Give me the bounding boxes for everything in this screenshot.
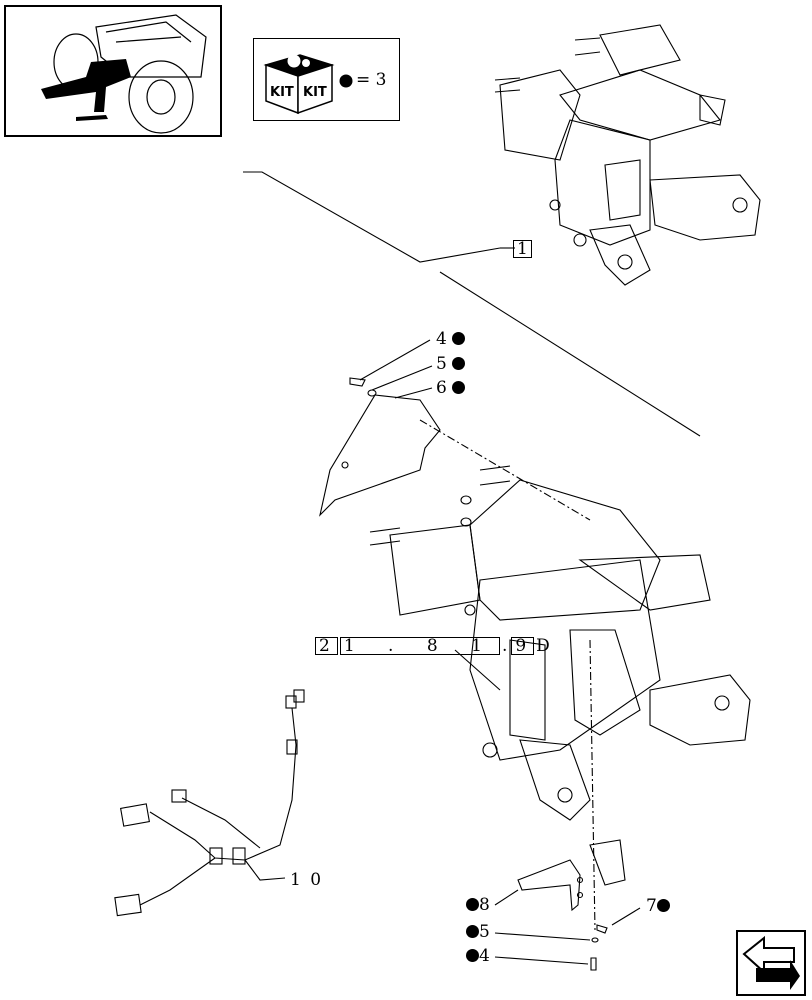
- tractor-thumbnail-illustration: [41, 14, 207, 134]
- bracket-plate: [517, 859, 581, 912]
- bolt-item-4: [590, 957, 597, 971]
- bolt-top: [349, 377, 366, 387]
- leader-line-item-1: [243, 171, 501, 263]
- kit-box-icon: KIT KIT: [263, 54, 353, 115]
- washer-item-5: [591, 937, 599, 943]
- locator-thumbnail: [4, 5, 222, 137]
- wiring-harness: [114, 689, 305, 917]
- callout-item-6: 6: [436, 380, 466, 397]
- callout-item-7: 7: [646, 898, 670, 915]
- kit-bullet-icon: [466, 925, 479, 938]
- callout-item-1: 1: [513, 240, 532, 258]
- kit-bullet-icon: [466, 898, 479, 911]
- kit-bullet-icon: [466, 949, 479, 962]
- shield-plate: [319, 394, 441, 517]
- kit-label-left: KIT: [270, 85, 294, 100]
- kit-bullet-icon: [656, 899, 670, 912]
- callout-item-8: 8: [466, 897, 490, 914]
- callout-item-4-bottom: 4: [466, 948, 490, 965]
- callout-item-10: 1 0: [290, 870, 324, 890]
- kit-quantity: = 3: [356, 70, 387, 90]
- kit-bullet-icon: [452, 332, 466, 345]
- arrow-left-icon: [742, 935, 800, 990]
- washer-top: [367, 389, 377, 397]
- kit-bullet-icon: [339, 74, 353, 88]
- kit-bullet-icon: [452, 381, 466, 394]
- kit-label-right: KIT: [303, 85, 327, 100]
- next-page-button[interactable]: [736, 930, 806, 996]
- callout-item-5-top: 5: [436, 356, 466, 373]
- kit-bullet-icon: [452, 357, 466, 370]
- callout-item-4-top: 4: [436, 331, 466, 348]
- bolt-item-7: [596, 924, 608, 934]
- kit-legend: KIT KIT = 3: [253, 38, 400, 121]
- upper-linkage-assembly: [494, 24, 761, 286]
- callout-item-5-bottom: 5: [466, 924, 490, 941]
